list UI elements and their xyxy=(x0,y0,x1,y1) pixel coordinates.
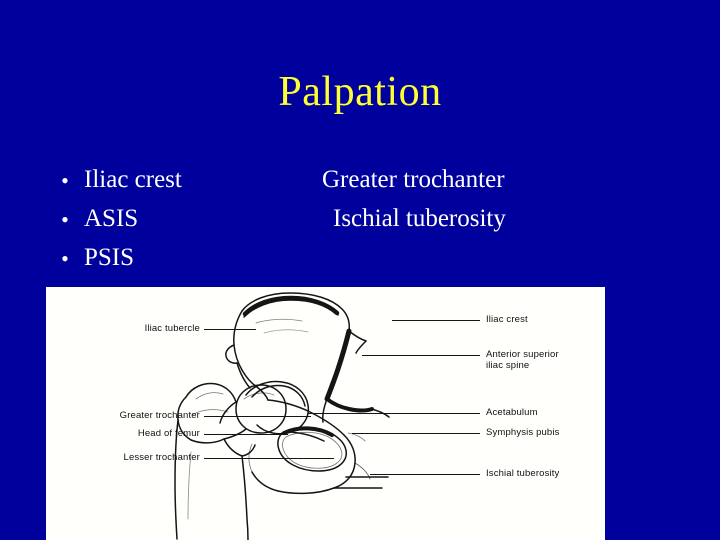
leader-line-head-of-femur xyxy=(204,434,288,435)
figure-label-lesser-trochanter: Lesser trochanter xyxy=(123,452,200,463)
bullet-list: • Iliac crest Greater trochanter • ASIS … xyxy=(54,164,654,281)
bullet-point-icon: • xyxy=(61,246,69,271)
bullet-item-label-asis: ASIS xyxy=(84,205,139,232)
page-title: Palpation xyxy=(278,69,442,115)
leader-line-iliac-crest xyxy=(392,320,480,321)
list-item: • PSIS xyxy=(54,242,654,281)
bullet-item-label-psis: PSIS xyxy=(84,244,135,271)
leader-line-acetabulum xyxy=(308,413,480,414)
leader-line-anterior-superior-iliac-spine xyxy=(362,355,480,356)
anatomy-figure-panel: Iliac tubercle Greater trochanter Head o… xyxy=(46,287,605,540)
figure-label-anterior-superior-iliac-spine: Anterior superior xyxy=(486,349,559,360)
figure-label-acetabulum: Acetabulum xyxy=(486,407,538,418)
list-item: • Iliac crest Greater trochanter xyxy=(54,164,654,203)
list-item: • ASIS Ischial tuberosity xyxy=(54,203,654,242)
figure-label-iliac-crest: Iliac crest xyxy=(486,314,528,325)
leader-line-lesser-trochanter xyxy=(204,458,334,459)
leader-line-greater-trochanter xyxy=(204,416,311,417)
leader-line-symphysis-pubis xyxy=(352,433,480,434)
figure-label-iliac-tubercle: Iliac tubercle xyxy=(144,323,200,334)
bullet-item-label-iliac-crest: Iliac crest xyxy=(84,166,182,193)
figure-label-symphysis-pubis: Symphysis pubis xyxy=(486,427,560,438)
figure-label-head-of-femur: Head of femur xyxy=(137,428,200,439)
pelvis-hip-bone-illustration xyxy=(174,292,390,540)
bullet-item-label-ischial-tuberosity: Ischial tuberosity xyxy=(333,205,506,232)
leader-line-iliac-tubercle xyxy=(204,329,256,330)
bullet-point-icon: • xyxy=(61,207,69,232)
figure-label-anterior-superior-iliac-spine-line2: iliac spine xyxy=(486,360,530,371)
figure-label-ischial-tuberosity: Ischial tuberosity xyxy=(486,468,560,479)
bullet-item-label-greater-trochanter: Greater trochanter xyxy=(322,166,505,193)
leader-line-ischial-tuberosity xyxy=(370,474,480,475)
figure-label-greater-trochanter: Greater trochanter xyxy=(119,410,200,421)
bullet-point-icon: • xyxy=(61,168,69,193)
